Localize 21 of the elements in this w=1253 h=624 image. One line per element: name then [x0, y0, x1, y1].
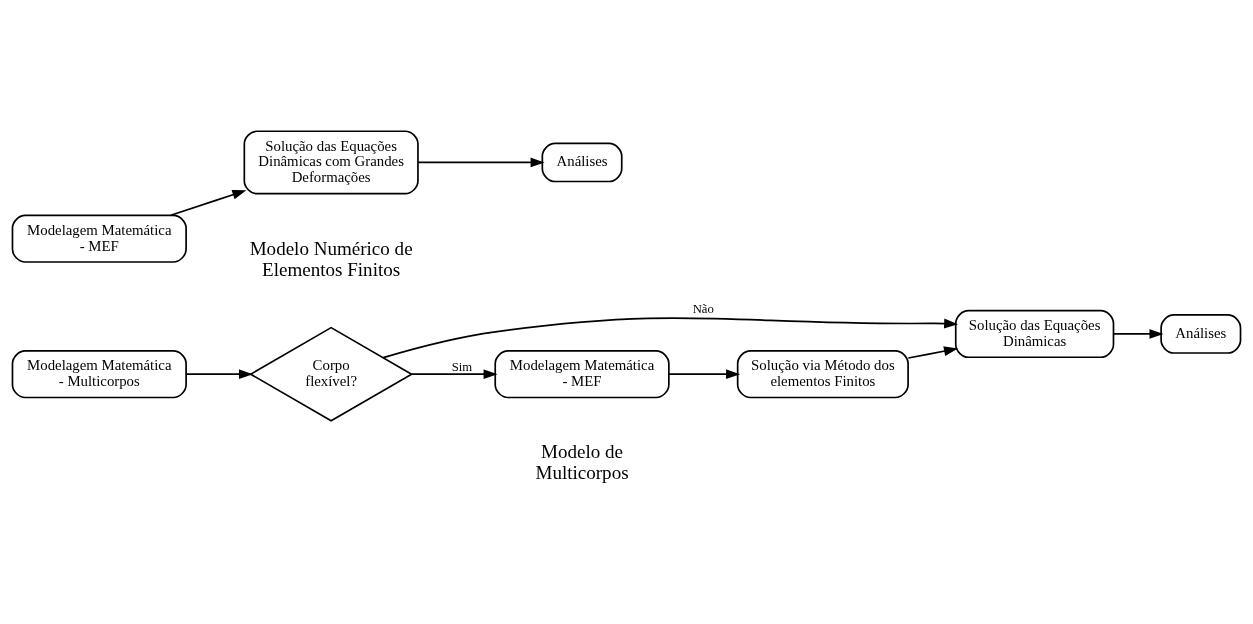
node-box: Modelagem Matemática - Multicorpos: [11, 350, 187, 399]
node-box: Análises: [1160, 314, 1242, 354]
node-diamond: Corpo flexível?: [249, 326, 414, 422]
arrow: [668, 369, 741, 380]
arrow: [170, 190, 247, 217]
label: Modelo Numérico de Elementos Finitos: [249, 237, 413, 281]
arrow: [382, 317, 959, 359]
node-box: Modelagem Matemática - MEF: [494, 350, 670, 399]
arrow: [907, 346, 958, 359]
label: Modelo de Multicorpos: [535, 441, 629, 484]
arrow: [1113, 329, 1164, 339]
node-box: Solução das Equações Dinâmicas: [954, 309, 1115, 359]
node-box: Solução via Método dos elementos Finitos: [736, 350, 909, 399]
node-box: Modelagem Matemática - MEF: [11, 214, 187, 263]
arrow: [410, 369, 498, 380]
edge-label: Sim: [451, 359, 473, 374]
arrow: [185, 369, 253, 380]
node-box: Solução das Equações Dinâmicas com Grandes Deformações: [243, 130, 419, 195]
edge-label: Não: [692, 302, 714, 317]
node-box: Análises: [541, 142, 623, 183]
arrow: [417, 157, 545, 168]
